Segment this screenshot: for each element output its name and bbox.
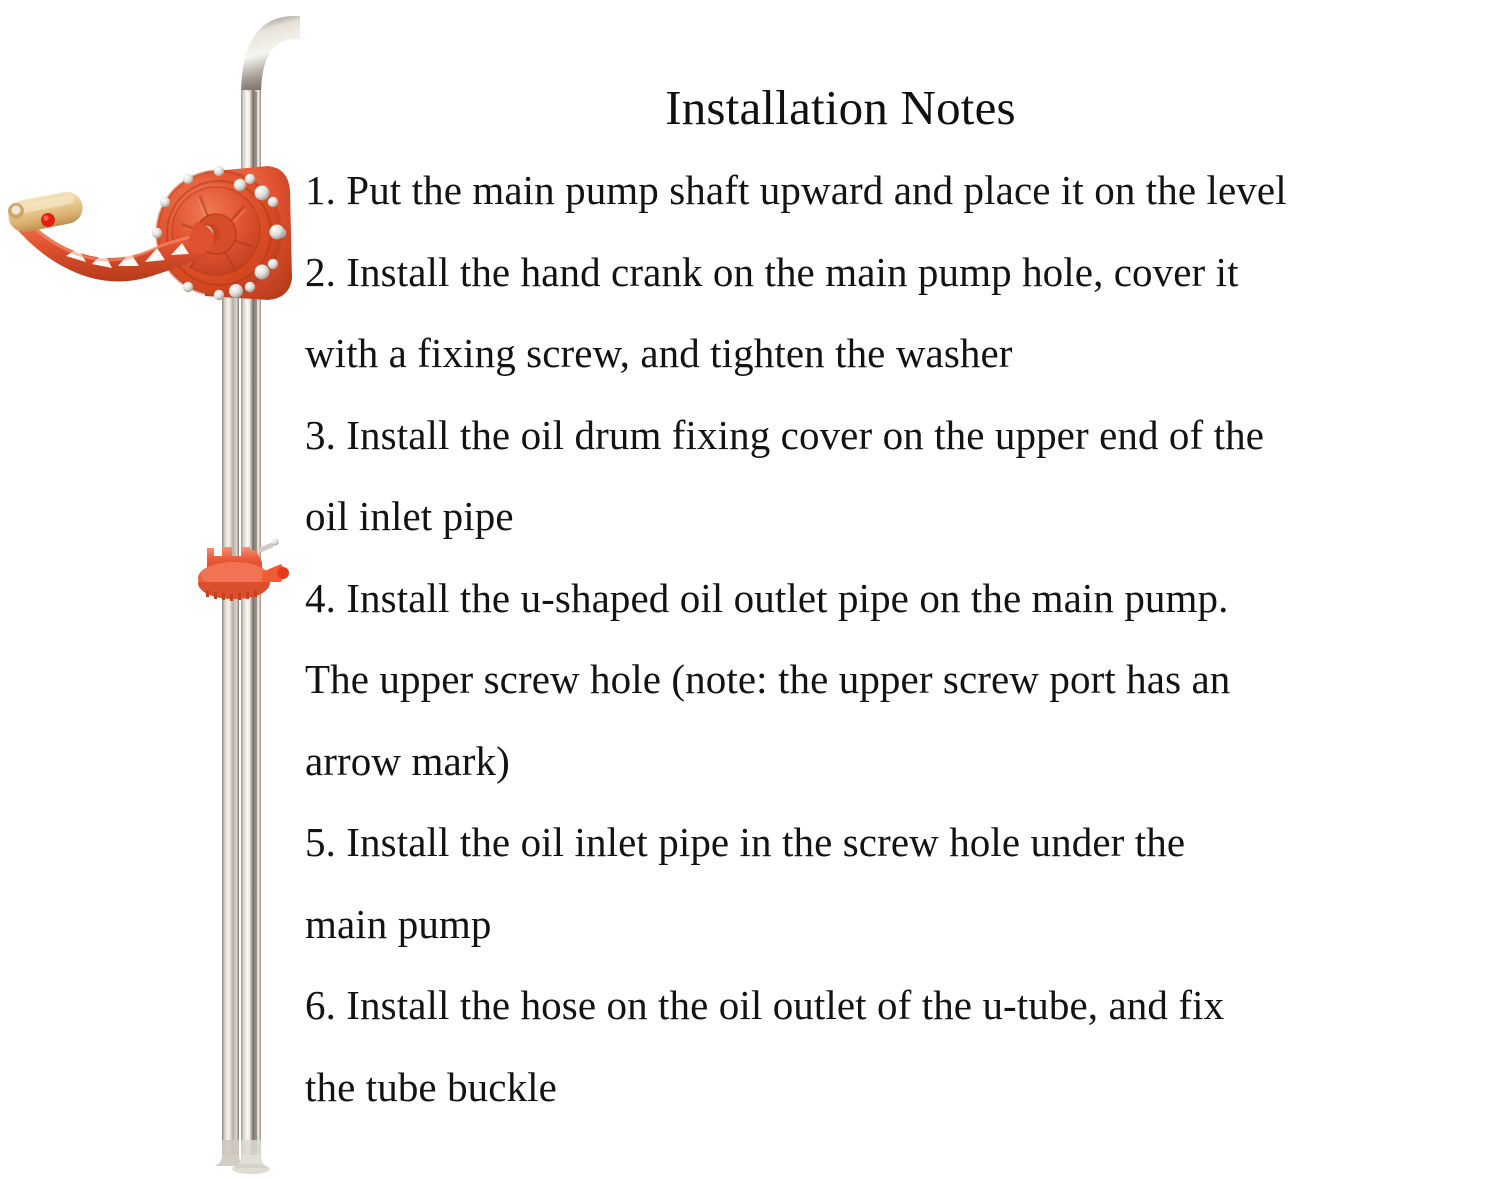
red-marker-dot: [41, 213, 55, 227]
notes-panel: Installation Notes 1. Put the main pump …: [303, 0, 1500, 1179]
note-line: The upper screw hole (note: the upper sc…: [305, 656, 1231, 702]
page-title: Installation Notes: [665, 79, 1016, 135]
note-line: 6. Install the hose on the oil outlet of…: [305, 982, 1225, 1028]
note-line: 4. Install the u-shaped oil outlet pipe …: [305, 574, 1229, 621]
note-line: 1. Put the main pump shaft upward and pl…: [305, 167, 1287, 213]
main-pump-body: [151, 165, 292, 301]
note-line: 5. Install the oil inlet pipe in the scr…: [305, 819, 1186, 865]
product-illustration: [0, 0, 300, 1179]
note-line: 3. Install the oil drum fixing cover on …: [305, 411, 1265, 458]
pump-diagram: [8, 15, 300, 1174]
oil-drum-fixing-cover: [198, 538, 289, 601]
pump-face-bolts: [229, 178, 285, 298]
u-shaped-oil-outlet-pipe: [232, 15, 300, 1174]
note-line: arrow mark): [305, 737, 510, 784]
note-line: oil inlet pipe: [305, 493, 514, 539]
note-line: with a fixing screw, and tighten the was…: [305, 330, 1013, 376]
note-line: the tube buckle: [305, 1063, 557, 1110]
note-line: 2. Install the hand crank on the main pu…: [305, 248, 1239, 295]
installation-notes-list: 1. Put the main pump shaft upward and pl…: [305, 150, 1500, 1128]
note-line: main pump: [305, 900, 492, 947]
crank-grip: [8, 191, 83, 233]
hand-crank: [8, 191, 214, 282]
oil-inlet-pipe: [215, 180, 246, 1166]
